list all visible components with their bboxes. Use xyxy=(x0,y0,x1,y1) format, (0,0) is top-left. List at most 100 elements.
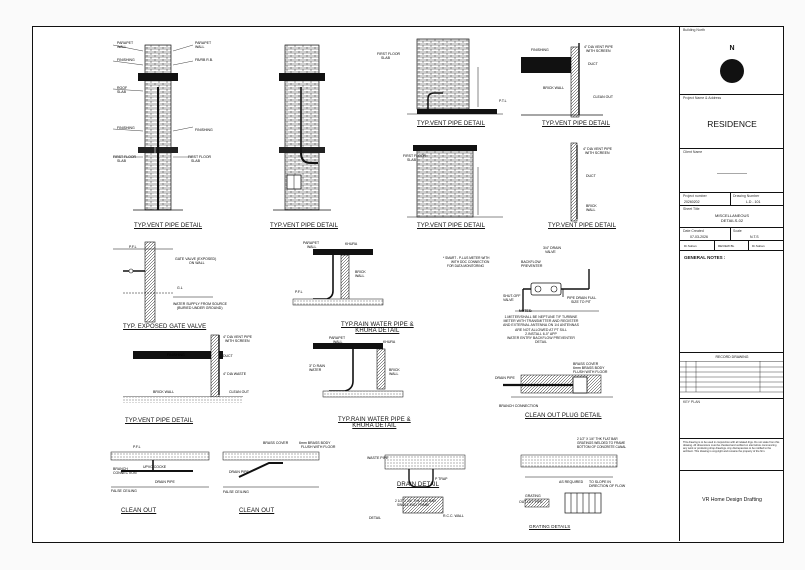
svg-text:DUCT: DUCT xyxy=(586,174,597,178)
svg-text:WASTE PIPE: WASTE PIPE xyxy=(367,456,389,460)
date: 07-03-2026 xyxy=(690,235,708,239)
svg-text:SINGLE INOX FRAME: SINGLE INOX FRAME xyxy=(397,503,429,507)
svg-text:SLAB: SLAB xyxy=(407,158,417,162)
svg-text:DRAIN PIPE: DRAIN PIPE xyxy=(155,480,176,484)
caption-vent-6: TYP.VENT PIPE DETAIL xyxy=(548,223,617,229)
drawing-number-label: Drawing Number xyxy=(733,194,760,198)
svg-text:SHUT-OFF: SHUT-OFF xyxy=(503,294,521,298)
caption-rain-2: TYP.RAIN WATER PIPE & KHURA DETAIL xyxy=(338,417,411,429)
backflow-detail xyxy=(515,269,599,312)
approved-by: Dr.Sohan xyxy=(752,244,765,248)
vent-detail-3 xyxy=(407,38,503,115)
svg-text:FB/RB R.B.: FB/RB R.B. xyxy=(195,58,213,62)
sign-cell: Dr.Sohan REVIEW BL Dr.Sohan xyxy=(680,241,784,251)
svg-text:FIRST FLOOR: FIRST FLOOR xyxy=(377,52,401,56)
svg-text:4" DIA WASTE: 4" DIA WASTE xyxy=(223,372,247,376)
svg-text:WALL: WALL xyxy=(117,45,126,49)
svg-text:WATER SUPPLY FROM SOURCE: WATER SUPPLY FROM SOURCE xyxy=(173,302,228,306)
svg-text:KHURA: KHURA xyxy=(345,242,358,246)
key-plan-cell: KEY PLAN xyxy=(680,399,784,439)
svg-text:6mm BRASS BODY: 6mm BRASS BODY xyxy=(573,366,605,370)
svg-text:CLEAN OUT: CLEAN OUT xyxy=(593,95,614,99)
caption-vent-4: TYP.VENT PIPE DETAIL xyxy=(542,121,611,127)
svg-text:AS REQUIRED: AS REQUIRED xyxy=(559,480,584,484)
svg-text:VALVE: VALVE xyxy=(545,250,556,254)
cleanout-detail-2 xyxy=(222,451,320,488)
svg-text:ON WALL: ON WALL xyxy=(189,261,205,265)
scale-label: Scale xyxy=(733,229,742,233)
notes-title: NOTES: xyxy=(519,309,533,313)
svg-text:DRAIN PIPE: DRAIN PIPE xyxy=(495,376,516,380)
svg-text:SLAB: SLAB xyxy=(381,56,391,60)
number-cell: Project number 20260202 Drawing Number L… xyxy=(680,193,784,206)
svg-text:FINISHING: FINISHING xyxy=(117,126,135,130)
project-number: 20260202 xyxy=(684,200,700,204)
caption-grating: GRATING DETAILS xyxy=(529,524,571,529)
notes-body: 1.METER/SHALL BE NEPTUNE T/F TURBINE MET… xyxy=(503,315,579,345)
sheet-title-cell: Sheet Title MISCELLANEOUS DETAILS-02 xyxy=(680,206,784,228)
svg-text:SLAB: SLAB xyxy=(117,90,127,94)
rain-pipe-detail-2 xyxy=(313,343,404,398)
svg-text:SIZE TO PIT: SIZE TO PIT xyxy=(571,300,592,304)
date-cell: Date Created 07-03-2026 Scale N.T.S xyxy=(680,228,784,241)
svg-text:DETAIL: DETAIL xyxy=(369,516,381,520)
project-cell: Project Name & Address RESIDENCE xyxy=(680,95,784,149)
svg-text:OUT LET PIPE: OUT LET PIPE xyxy=(519,500,543,504)
svg-text:G.L: G.L xyxy=(177,286,183,290)
svg-text:PIPE DRAIN FULL: PIPE DRAIN FULL xyxy=(567,296,596,300)
sheet-title-label: Sheet Title xyxy=(683,207,700,211)
svg-text:P.F.L: P.F.L xyxy=(295,290,303,294)
checked-by: REVIEW BL xyxy=(718,244,735,248)
svg-text:WALL: WALL xyxy=(389,372,398,376)
svg-text:PREVENTER: PREVENTER xyxy=(521,264,543,268)
drawing-area: PARAPET WALL PARAPET WALL FINISHING FB/R… xyxy=(33,27,679,541)
drawn-by: Dr.Sohan xyxy=(684,244,697,248)
record-drawing-title: RECORD DRAWING xyxy=(715,355,749,359)
svg-text:4" DIA VENT PIPE: 4" DIA VENT PIPE xyxy=(583,147,613,151)
details-canvas: PARAPET WALL PARAPET WALL FINISHING FB/R… xyxy=(110,38,626,520)
svg-text:FINISHING: FINISHING xyxy=(117,58,135,62)
svg-text:WALL: WALL xyxy=(333,340,342,344)
svg-text:CLEAN OUT: CLEAN OUT xyxy=(229,390,250,394)
svg-text:FALSE CEILING: FALSE CEILING xyxy=(111,489,137,493)
cleanout-detail-1 xyxy=(110,451,210,488)
svg-text:4" DIA VENT PIPE: 4" DIA VENT PIPE xyxy=(584,45,614,49)
project-name: RESIDENCE xyxy=(707,119,757,129)
svg-text:ROOF: ROOF xyxy=(117,86,127,90)
sheet-border: PARAPET WALL PARAPET WALL FINISHING FB/R… xyxy=(32,26,784,543)
north-letter: N xyxy=(729,45,735,52)
drain-detail xyxy=(384,454,466,514)
firm-name: VR Home Design Drafting xyxy=(702,497,762,503)
firm-cell: VR Home Design Drafting xyxy=(680,471,784,541)
svg-text:DUCT: DUCT xyxy=(223,354,234,358)
svg-text:(BURIED UNDER GROUND): (BURIED UNDER GROUND) xyxy=(177,306,223,310)
key-plan-label: KEY PLAN xyxy=(683,400,701,404)
svg-text:WITH SCREEN: WITH SCREEN xyxy=(586,49,611,53)
vent-detail-4 xyxy=(521,43,603,118)
svg-text:FIRST FLOOR: FIRST FLOOR xyxy=(403,154,427,158)
svg-text:CONNECTION: CONNECTION xyxy=(113,471,137,475)
svg-text:WITH DDC CONNECTION: WITH DDC CONNECTION xyxy=(451,260,490,264)
cleanout-plug-detail xyxy=(503,374,613,398)
project-number-label: Project number xyxy=(683,194,707,198)
svg-text:P.F.L: P.F.L xyxy=(133,445,141,449)
caption-rain-1: TYP.RAIN WATER PIPE & KHURA DETAIL xyxy=(341,322,414,334)
svg-text:SLAB: SLAB xyxy=(117,159,127,163)
svg-text:FIRST FLOOR: FIRST FLOOR xyxy=(188,155,212,159)
project-name-label: Project Name & Address xyxy=(683,96,722,100)
vent-detail-5 xyxy=(407,145,503,218)
vent-detail-7 xyxy=(123,334,243,403)
svg-text:FALSE CEILING: FALSE CEILING xyxy=(223,490,249,494)
svg-text:PARAPET: PARAPET xyxy=(195,41,212,45)
client-cell: Client Name —————— xyxy=(680,149,784,193)
svg-text:DRAIN PIPE: DRAIN PIPE xyxy=(229,470,250,474)
svg-text:P.T.L: P.T.L xyxy=(499,99,507,103)
svg-text:WALL: WALL xyxy=(307,245,316,249)
date-label: Date Created xyxy=(683,229,704,233)
svg-text:BRICK WALL: BRICK WALL xyxy=(543,86,564,90)
svg-text:4" DIA VENT PIPE: 4" DIA VENT PIPE xyxy=(223,335,253,339)
disclaimer-cell: This drawing is to be used in conjunctio… xyxy=(680,439,784,471)
svg-text:3/4" DRAIN: 3/4" DRAIN xyxy=(543,246,561,250)
vent-detail-1 xyxy=(112,44,194,211)
